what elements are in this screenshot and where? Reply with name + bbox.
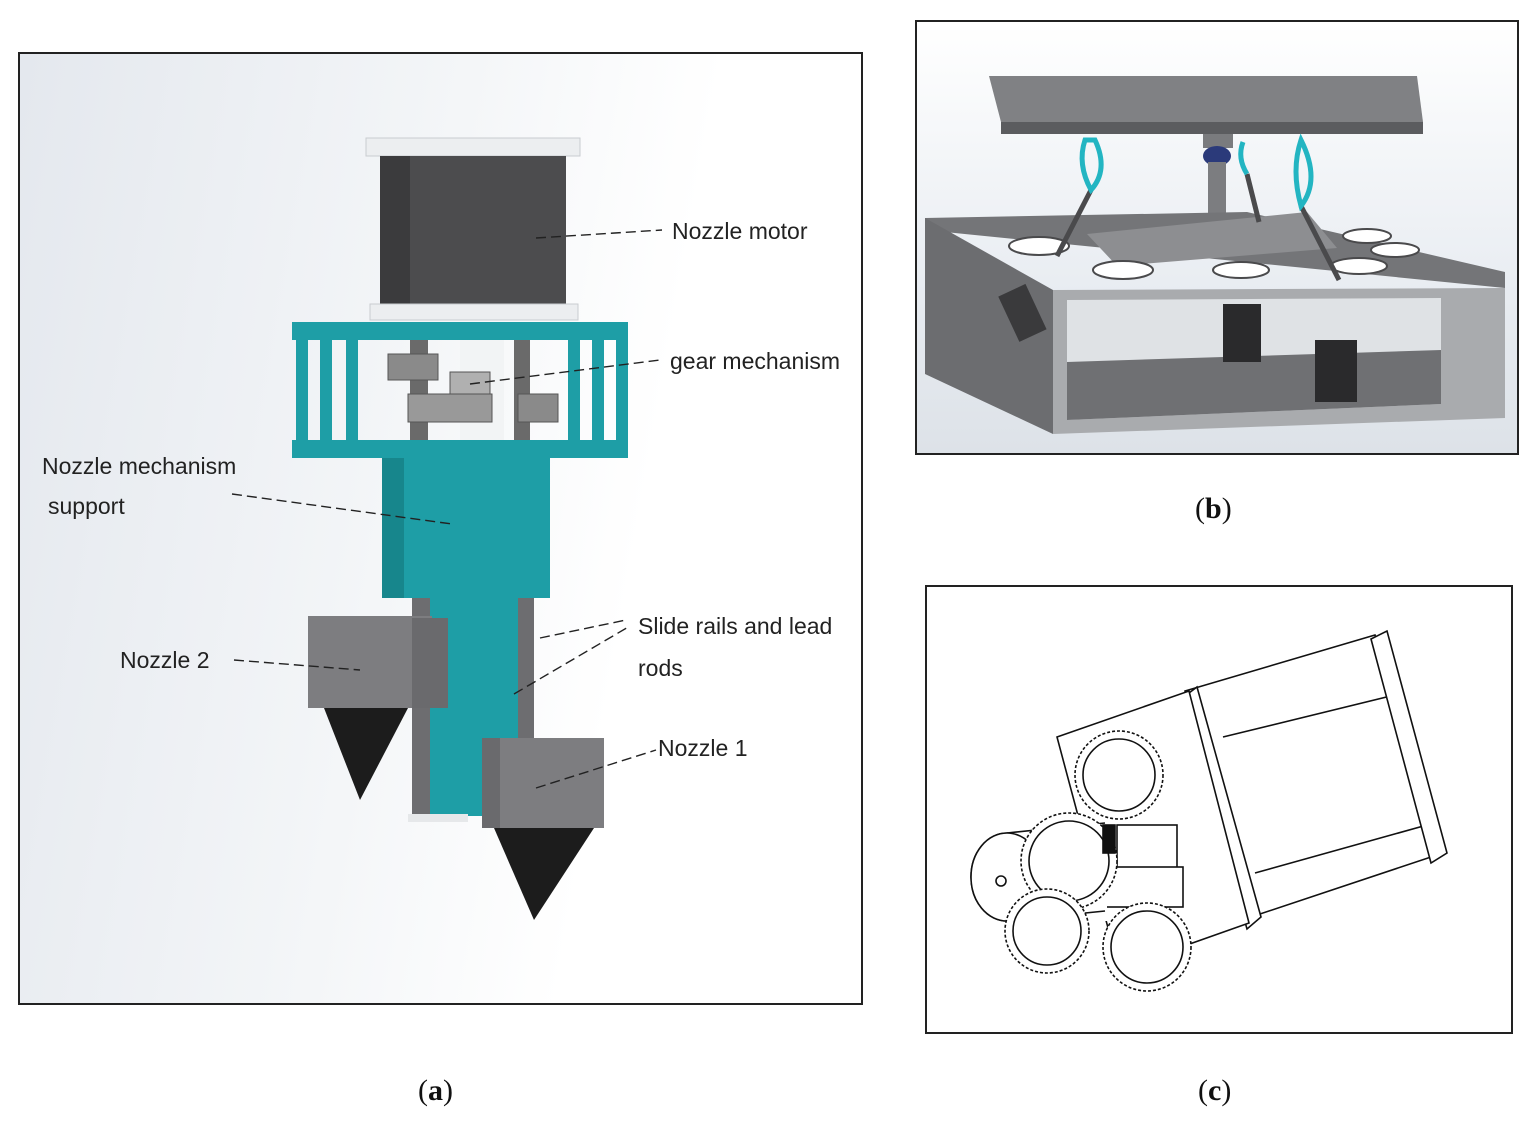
nozzle-1-body [482,738,604,828]
nozzle-2-body [308,616,432,708]
nozzle-motor-body [380,156,566,304]
lead-rod-right [518,598,534,748]
lead-rod-right-upper [514,340,530,440]
motor-left [998,283,1047,342]
platform-drawing [925,76,1505,434]
label-slide-rails-line1: Slide rails and lead [638,613,833,639]
label-support-line1: Nozzle mechanism [42,453,237,479]
middle-plate [1087,212,1337,266]
label-nozzle-1: Nozzle 1 [658,735,748,761]
callout-leader-lines [231,229,663,789]
caption-c: (c) [1198,1074,1232,1107]
label-slide-rails-line2: rods [638,655,683,681]
top-plate [989,76,1423,122]
label-support-line2: support [48,493,125,519]
gear-cage-posts [296,340,628,440]
panel-c-gear-linedrawing [925,585,1513,1034]
gear-cage-top-ring [292,322,628,340]
motor-right [1315,340,1357,402]
gearbox-line-drawing [970,629,1448,992]
motor-top-plate [365,137,581,157]
actuator-rods [1054,173,1342,282]
teal-joints [1079,133,1314,212]
caption-b-letter: b [1205,492,1222,525]
gear-cage-bottom-ring [292,440,628,458]
caption-b: (b) [1195,492,1232,525]
label-gear-mechanism: gear mechanism [670,348,841,374]
base-holes [1008,228,1420,280]
panel-a-nozzle-assembly: Nozzle motor gear mechanism Nozzle mecha… [18,52,863,1005]
nozzle-assembly-drawing [231,137,663,920]
panel-b-platform-render [915,20,1519,455]
nozzle-1-tip [494,828,594,920]
gear-mechanism [387,353,559,423]
label-nozzle-motor: Nozzle motor [672,218,808,244]
center-joint [1203,146,1231,166]
motor-bottom-plate [369,303,579,321]
caption-c-letter: c [1208,1074,1222,1107]
nozzle-mechanism-support [382,458,550,598]
caption-a-letter: a [428,1074,443,1107]
caption-a: (a) [418,1074,453,1107]
nozzle-2-tip [324,708,408,800]
motor-center [1223,304,1261,362]
label-nozzle-2: Nozzle 2 [120,647,210,673]
base-box-left-face [925,218,1053,434]
